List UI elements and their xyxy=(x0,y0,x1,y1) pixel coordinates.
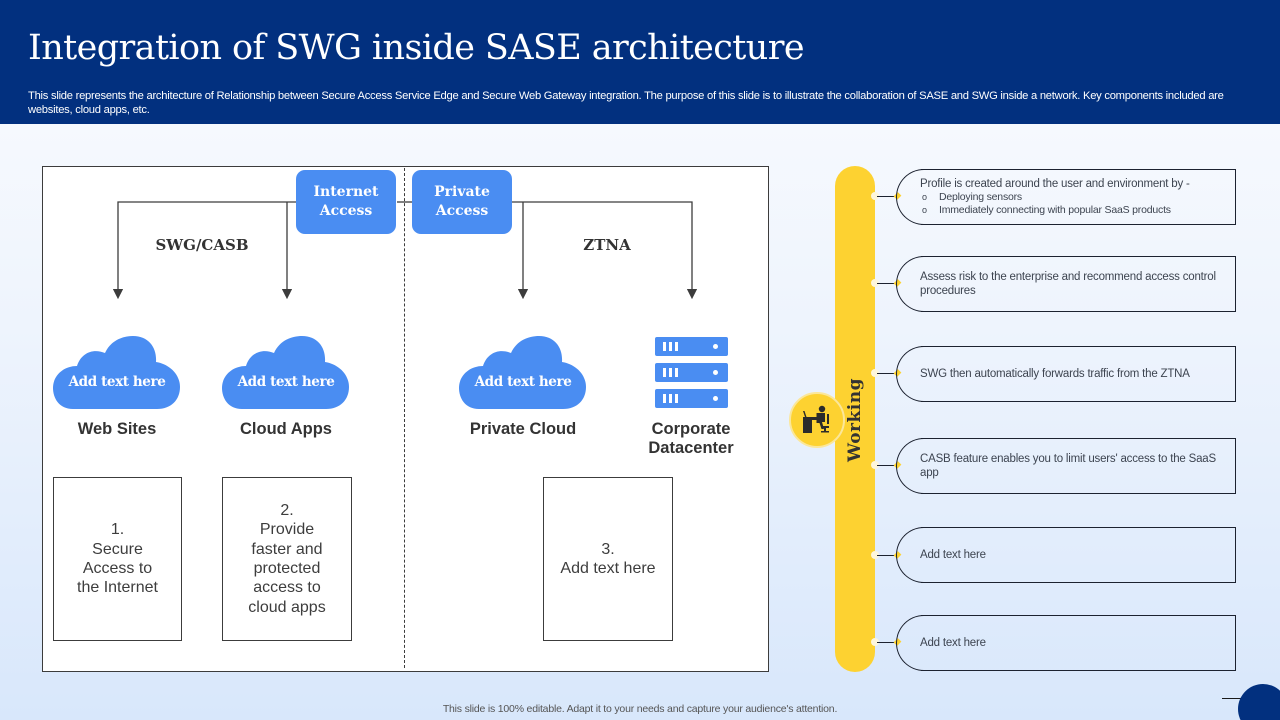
person-at-desk-icon xyxy=(803,405,829,433)
text-box-add-text: 3. Add text here xyxy=(543,477,673,641)
corporate-datacenter-label: Corporate Datacenter xyxy=(648,420,734,457)
footer-note: This slide is 100% editable. Adapt it to… xyxy=(442,703,838,715)
cloud-icon xyxy=(459,336,586,409)
ztna-label: ZTNA xyxy=(583,236,631,254)
cloud-icon xyxy=(53,336,180,409)
web-sites-cloud: Add text here xyxy=(53,336,181,412)
header-banner: Integration of SWG inside SASE architect… xyxy=(0,0,1280,124)
step-bullets: Deploying sensors Immediately connecting… xyxy=(920,191,1225,217)
working-label: Working xyxy=(845,378,865,462)
private-cloud-cloud: Add text here xyxy=(459,336,587,412)
working-step-2: Assess risk to the enterprise and recomm… xyxy=(896,256,1236,312)
step-connector xyxy=(871,550,902,560)
cloud-text: Add text here xyxy=(68,374,166,390)
page-title: Integration of SWG inside SASE architect… xyxy=(28,28,805,68)
step-text: SWG then automatically forwards traffic … xyxy=(920,368,1190,380)
corner-decor-circle xyxy=(1238,684,1280,720)
step-connector xyxy=(871,637,902,647)
step-text: CASB feature enables you to limit users'… xyxy=(920,453,1216,479)
step-bullet: Immediately connecting with popular SaaS… xyxy=(920,204,1225,217)
step-text: Add text here xyxy=(920,637,986,649)
step-connector xyxy=(871,278,902,288)
step-text: Add text here xyxy=(920,549,986,561)
internet-access-button[interactable]: Internet Access xyxy=(296,170,396,234)
swg-casb-label: SWG/CASB xyxy=(155,236,249,254)
cloud-text: Add text here xyxy=(474,374,572,390)
cloud-apps-label: Cloud Apps xyxy=(240,420,332,438)
working-step-1: Profile is created around the user and e… xyxy=(896,169,1236,225)
worker-badge xyxy=(789,392,845,448)
step-text: Assess risk to the enterprise and recomm… xyxy=(920,271,1216,297)
working-step-3: SWG then automatically forwards traffic … xyxy=(896,346,1236,402)
server-rack-icon xyxy=(655,337,728,409)
cloud-text: Add text here xyxy=(237,374,335,390)
step-connector xyxy=(871,368,902,378)
text-box-secure-access: 1. Secure Access to the Internet xyxy=(53,477,182,641)
working-step-4: CASB feature enables you to limit users'… xyxy=(896,438,1236,494)
cloud-apps-cloud: Add text here xyxy=(222,336,350,412)
private-access-button[interactable]: Private Access xyxy=(412,170,512,234)
text-box-cloud-apps: 2. Provide faster and protected access t… xyxy=(222,477,352,641)
step-bullet: Deploying sensors xyxy=(920,191,1225,204)
working-step-6: Add text here xyxy=(896,615,1236,671)
step-connector xyxy=(871,191,902,201)
web-sites-label: Web Sites xyxy=(77,420,157,438)
working-step-5: Add text here xyxy=(896,527,1236,583)
divider-line xyxy=(404,168,405,668)
page-subtitle: This slide represents the architecture o… xyxy=(28,90,1224,116)
step-text: Profile is created around the user and e… xyxy=(920,178,1190,190)
private-cloud-label: Private Cloud xyxy=(469,420,577,438)
cloud-icon xyxy=(222,336,349,409)
step-connector xyxy=(871,460,902,470)
